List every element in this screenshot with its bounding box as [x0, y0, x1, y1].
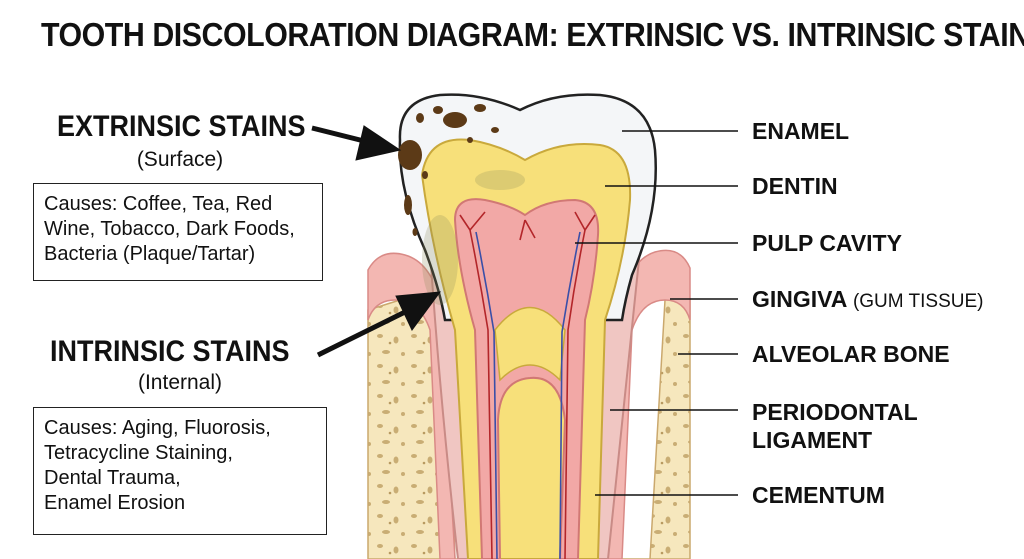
- gingiva: [367, 252, 456, 559]
- extrinsic-cause-line: Wine, Tobacco, Dark Foods,: [44, 218, 295, 240]
- label-cementum: CEMENTUM: [752, 482, 885, 508]
- extrinsic-causes-box: Causes: Coffee, Tea, Red Wine, Tobacco, …: [33, 183, 323, 281]
- intrinsic-cause-line: Tetracycline Staining,: [44, 442, 233, 464]
- label-periodontal-ligament: PERIODONTAL LIGAMENT: [752, 398, 918, 454]
- label-dentin: DENTIN: [752, 173, 838, 199]
- label-ligament-line2: LIGAMENT: [752, 427, 873, 453]
- intrinsic-cause-line: Dental Trauma,: [44, 467, 181, 489]
- label-gingiva: GINGIVA (GUM TISSUE): [752, 285, 984, 316]
- label-enamel: ENAMEL: [752, 118, 850, 144]
- label-ligament-line1: PERIODONTAL: [752, 399, 918, 425]
- label-alveolar-bone: ALVEOLAR BONE: [752, 341, 950, 367]
- label-gingiva-text: GINGIVA: [752, 286, 847, 312]
- intrinsic-cause-line: Enamel Erosion: [44, 492, 186, 514]
- intrinsic-sub: (Internal): [137, 371, 223, 394]
- intrinsic-heading: INTRINSIC STAINS: [50, 335, 290, 368]
- intrinsic-cause-line: Causes: Aging, Fluorosis,: [44, 417, 271, 439]
- extrinsic-sub: (Surface): [136, 148, 224, 171]
- extrinsic-heading: EXTRINSIC STAINS: [57, 110, 306, 143]
- label-pulp-cavity: PULP CAVITY: [752, 230, 902, 256]
- intrinsic-causes-box: Causes: Aging, Fluorosis, Tetracycline S…: [33, 407, 327, 535]
- label-gingiva-note: (GUM TISSUE): [852, 291, 984, 312]
- page-title: TOOTH DISCOLORATION DIAGRAM: EXTRINSIC V…: [40, 16, 1024, 53]
- extrinsic-cause-line: Causes: Coffee, Tea, Red: [44, 193, 273, 215]
- extrinsic-cause-line: Bacteria (Plaque/Tartar): [44, 243, 256, 265]
